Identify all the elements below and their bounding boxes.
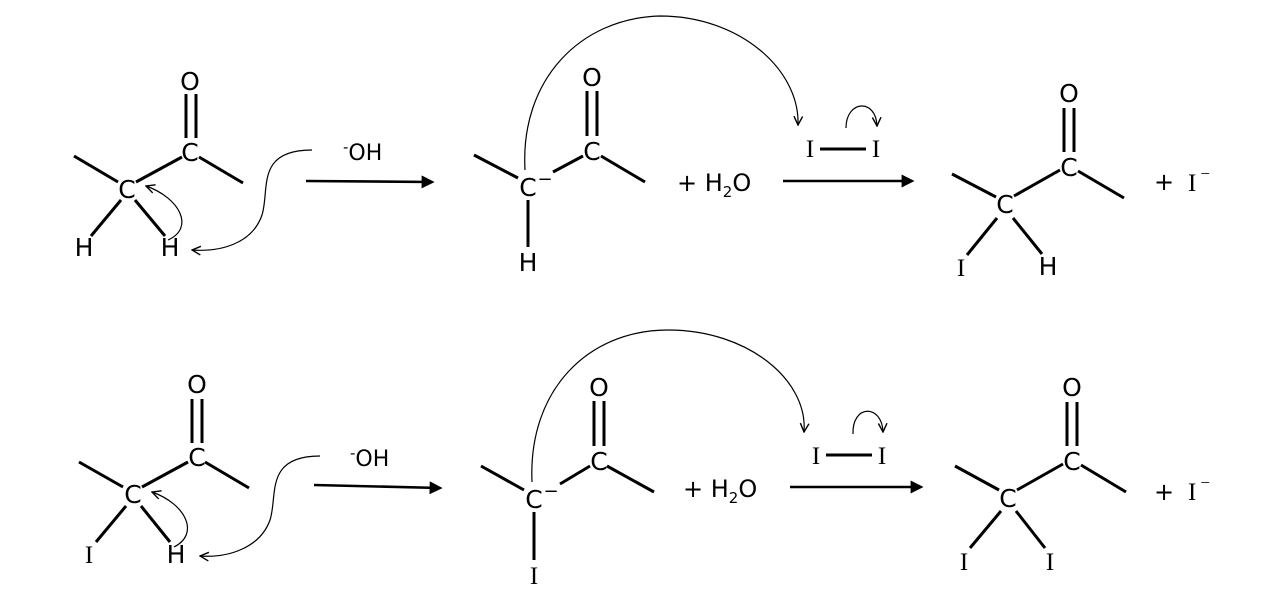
hydrogen-atom: H — [519, 248, 538, 277]
oxygen-atom: O — [1059, 79, 1079, 108]
oxygen-atom: O — [589, 373, 609, 402]
reaction-arrow — [313, 481, 443, 495]
svg-text:-OH: -OH — [350, 444, 389, 472]
intermediate-carbanion: O C C − H — [473, 15, 798, 277]
iodine-atom: I — [806, 136, 814, 163]
oxygen-atom: O — [187, 370, 207, 399]
carbonyl-carbon: C — [583, 137, 600, 166]
hydrogen-atom: H — [161, 233, 180, 262]
iodine-atom: I — [872, 136, 880, 163]
iodine-molecule: I I — [812, 410, 886, 470]
iodine-atom: I — [957, 255, 965, 282]
plus-sign: + — [1154, 168, 1174, 196]
water-oxygen: O — [732, 169, 751, 197]
alpha-carbon: C — [124, 480, 141, 509]
iodide-byproduct: + I− — [1154, 473, 1210, 506]
water-subscript: 2 — [729, 489, 739, 507]
svg-text:+ H2O: + H2O — [683, 475, 757, 507]
curly-arrow-hydroxide-attack — [200, 455, 321, 556]
iodide-byproduct: + I− — [1154, 164, 1210, 197]
row-2-second-iodination: O C C I H -OH O C C − I — [78, 329, 1210, 590]
water-plus-h: + H — [683, 475, 729, 503]
hydrogen-atom: H — [1039, 252, 1058, 281]
water-product: + H2O — [683, 475, 757, 507]
water-subscript: 2 — [723, 183, 733, 201]
hydrogen-atom: H — [75, 233, 94, 262]
reactant-iodoacetone: O C C I H — [78, 370, 321, 569]
alpha-carbon: C — [118, 175, 135, 204]
hydroxide-label: OH — [348, 141, 382, 166]
svg-text:-OH: -OH — [343, 138, 382, 166]
water-oxygen: O — [738, 475, 757, 503]
hydroxide-reagent: -OH — [343, 138, 382, 166]
carbonyl-carbon: C — [590, 447, 607, 476]
hydroxide-charge: - — [343, 138, 348, 156]
product-iodoacetone: O C C I H — [951, 79, 1125, 282]
iodine-atom: I — [530, 563, 538, 590]
iodide-atom: I — [1188, 479, 1196, 506]
carbonyl-carbon: C — [181, 138, 198, 167]
negative-charge: − — [543, 481, 558, 502]
svg-text:+ H2O: + H2O — [677, 169, 751, 201]
svg-text:I−: I− — [1188, 164, 1210, 197]
curly-arrow-hydroxide-attack — [192, 149, 313, 250]
curly-arrow-heterolysis — [852, 410, 883, 435]
water-product: + H2O — [677, 169, 751, 201]
intermediate-carbanion: O C C − I — [480, 329, 804, 590]
alpha-carbon: C — [999, 484, 1016, 513]
iodine-atom: I — [812, 443, 820, 470]
reaction-arrow — [305, 175, 435, 189]
row-1-first-iodination: O C C H H -OH O C C − — [73, 15, 1210, 282]
curly-arrow-bond-to-carbon — [152, 492, 188, 548]
iodide-atom: I — [1188, 170, 1196, 197]
oxygen-atom: O — [180, 67, 200, 96]
curly-arrow-bond-to-carbon — [146, 186, 183, 241]
iodine-molecule: I I — [806, 105, 880, 163]
iodide-charge: − — [1200, 164, 1210, 183]
plus-sign: + — [1154, 478, 1174, 506]
reactant-acetone: O C C H H — [73, 67, 313, 262]
carbanion-carbon: C — [519, 173, 536, 202]
hydroxide-label: OH — [355, 447, 389, 472]
iodide-charge: − — [1200, 473, 1210, 492]
carbonyl-carbon: C — [188, 443, 205, 472]
iodine-atom: I — [960, 549, 968, 576]
iodine-atom: I — [1046, 549, 1054, 576]
curly-arrow-heterolysis — [845, 105, 877, 129]
curly-arrow-carbanion-to-iodine — [524, 15, 798, 171]
oxygen-atom: O — [1062, 373, 1082, 402]
oxygen-atom: O — [582, 63, 602, 92]
negative-charge: − — [537, 169, 552, 190]
hydrogen-atom: H — [167, 540, 186, 569]
curly-arrow-carbanion-to-iodine — [531, 329, 804, 483]
carbanion-carbon: C — [525, 485, 542, 514]
hydroxide-charge: - — [350, 444, 355, 462]
alpha-carbon: C — [996, 190, 1013, 219]
iodine-atom: I — [85, 542, 93, 569]
iodine-atom: I — [878, 443, 886, 470]
carbonyl-carbon: C — [1060, 153, 1077, 182]
water-plus-h: + H — [677, 169, 723, 197]
product-diiodoacetone: O C C I I — [954, 373, 1127, 576]
svg-text:I−: I− — [1188, 473, 1210, 506]
hydroxide-reagent: -OH — [350, 444, 389, 472]
carbonyl-carbon: C — [1063, 447, 1080, 476]
